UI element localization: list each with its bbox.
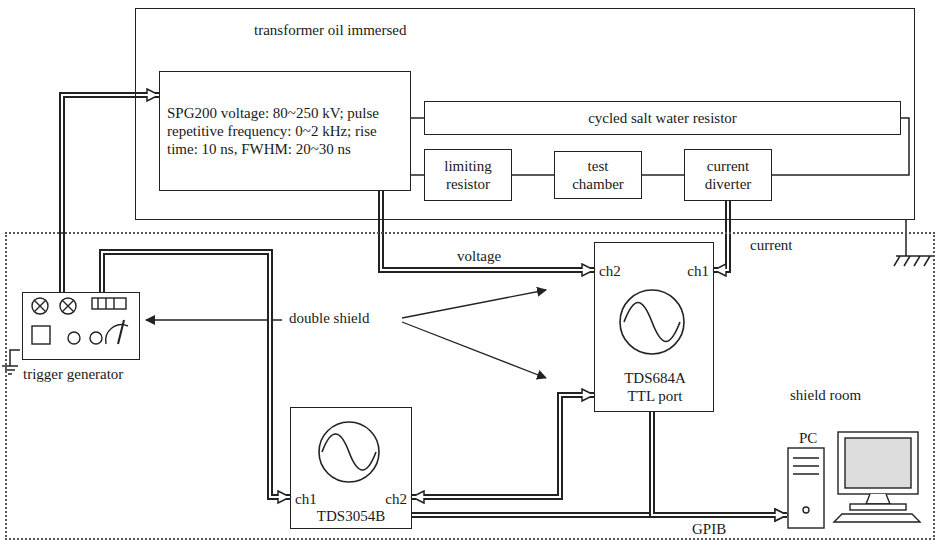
annotation-label: double shield (287, 309, 371, 327)
trigger-panel (32, 298, 128, 344)
node-label: SPG200 voltage: 80~250 kV; pulse repetit… (167, 104, 403, 158)
resistor-box: limiting resistor (424, 149, 512, 201)
computer: PC (787, 427, 927, 532)
diverter-box: current diverter (684, 149, 772, 201)
shielded-cable (381, 191, 594, 270)
node-label: ch2 (385, 490, 407, 508)
shield-room-region: shield roomtrigger generatorch2ch1TDS684… (5, 232, 935, 540)
node-label: TDS684A TTL port (615, 369, 695, 405)
shielded-cable (412, 395, 594, 497)
shielded-cable (652, 412, 787, 515)
node-label: trigger generator (23, 365, 123, 383)
wire (642, 175, 684, 176)
node-label: transformer oil immersed (254, 21, 406, 39)
generator-box: SPG200 voltage: 80~250 kV; pulse repetit… (159, 71, 411, 191)
chamber-box: test chamber (554, 151, 642, 199)
leader-line (146, 290, 546, 378)
node-label: ch1 (687, 262, 709, 280)
node-label: ch2 (599, 262, 621, 280)
enclosure-region: transformer oil immersedSPG200 voltage: … (135, 8, 915, 220)
pc-icon (788, 432, 920, 528)
node-label: limiting resistor (431, 157, 505, 193)
wire (512, 175, 554, 176)
node-label: shield room (790, 386, 861, 404)
ground-symbol (2, 188, 934, 374)
node-label: ch1 (295, 490, 317, 508)
shielded-cable (714, 201, 728, 270)
shielded-cable (102, 252, 290, 497)
oscilloscope: ch1 ch2TDS3054B (290, 407, 412, 529)
wire (411, 175, 424, 176)
node-label: test chamber (561, 157, 635, 193)
wire (411, 118, 424, 119)
node-label: cycled salt water resistor (588, 109, 737, 127)
signal-label: voltage (455, 247, 503, 265)
signal-label: GPIB (690, 520, 728, 538)
shielded-cable (62, 95, 159, 292)
resistor-box: cycled salt water resistor (424, 101, 901, 135)
trigger-generator: trigger generator (22, 292, 140, 360)
node-label: TDS3054B (291, 507, 411, 525)
oscilloscope: ch2 ch1TDS684A TTL port (594, 242, 714, 412)
node-label: current diverter (691, 157, 765, 193)
signal-label: current (748, 236, 794, 254)
node-label: PC (799, 429, 817, 447)
